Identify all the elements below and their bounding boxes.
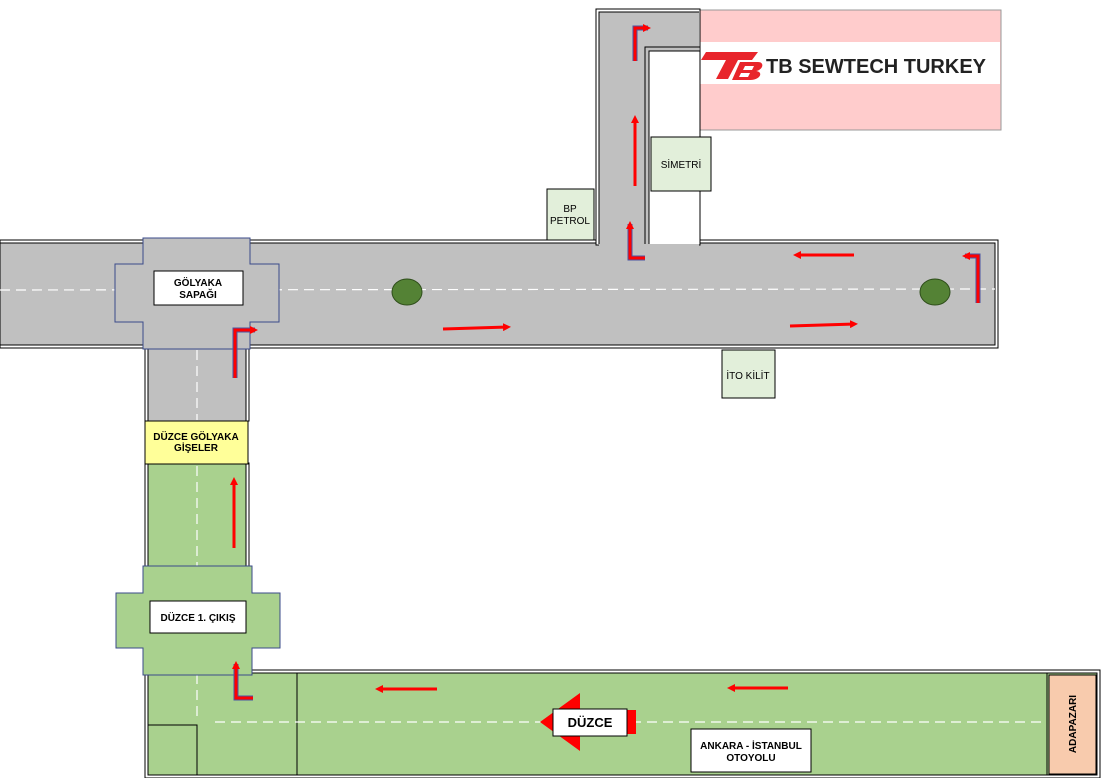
tb-logo-mark: [701, 52, 763, 80]
golyaka-sapagi-label: GÖLYAKA SAPAĞI: [153, 270, 244, 306]
duzce-direction-arrow: DÜZCE: [540, 693, 636, 751]
simetri-label: SİMETRİ: [650, 136, 712, 192]
turn-arrow-east-end: [962, 252, 981, 303]
svg-text:İTO KİLİT: İTO KİLİT: [726, 369, 769, 382]
toll-booth-label: DÜZCE GÖLYAKA GİŞELER: [144, 420, 249, 465]
turn-arrows: [232, 24, 981, 701]
golyaka-sapagi-label-line-1: SAPAĞI: [179, 288, 217, 301]
turn-arrow-duzce-exit: [232, 661, 253, 701]
highway-name-label-line-1: OTOYOLU: [726, 753, 775, 764]
svg-text:SİMETRİ: SİMETRİ: [661, 158, 702, 171]
bp-petrol-label-line-1: PETROL: [550, 216, 590, 227]
ito-kilit-label: İTO KİLİT: [721, 349, 776, 399]
turn-arrow-golyaka: [232, 326, 258, 378]
turn-arrow-junction-north: [626, 221, 645, 261]
adapazari-label: ADAPAZARI: [1048, 674, 1097, 775]
toll-booth-label-line-0: DÜZCE GÖLYAKA: [153, 430, 238, 443]
svg-text:DÜZCE 1. ÇIKIŞ: DÜZCE 1. ÇIKIŞ: [160, 611, 235, 624]
brand-logo: TB SEWTECH TURKEY: [698, 9, 1002, 131]
logo-text: TB SEWTECH TURKEY: [766, 56, 987, 78]
svg-text:DÜZCE: DÜZCE: [568, 715, 613, 730]
roundabout-west: [391, 278, 423, 306]
north-road: [595, 8, 701, 246]
bp-petrol-label: BP PETROL: [546, 188, 595, 241]
highway-name-label: ANKARA - İSTANBUL OTOYOLU: [690, 728, 812, 773]
traffic-arrows: [230, 115, 858, 693]
bp-petrol-label-line-0: BP: [563, 204, 577, 215]
duzce-exit-label: DÜZCE 1. ÇIKIŞ: [149, 600, 247, 634]
highway-name-label-line-0: ANKARA - İSTANBUL: [700, 739, 802, 752]
roundabout-east: [919, 278, 951, 306]
svg-text:ADAPAZARI: ADAPAZARI: [1068, 695, 1079, 753]
arrow-east-1: [442, 323, 511, 332]
golyaka-sapagi-label-line-0: GÖLYAKA: [174, 276, 222, 289]
toll-booth-label-line-1: GİŞELER: [174, 441, 219, 454]
arrow-east-2: [789, 320, 858, 329]
turn-arrow-top: [632, 24, 651, 61]
